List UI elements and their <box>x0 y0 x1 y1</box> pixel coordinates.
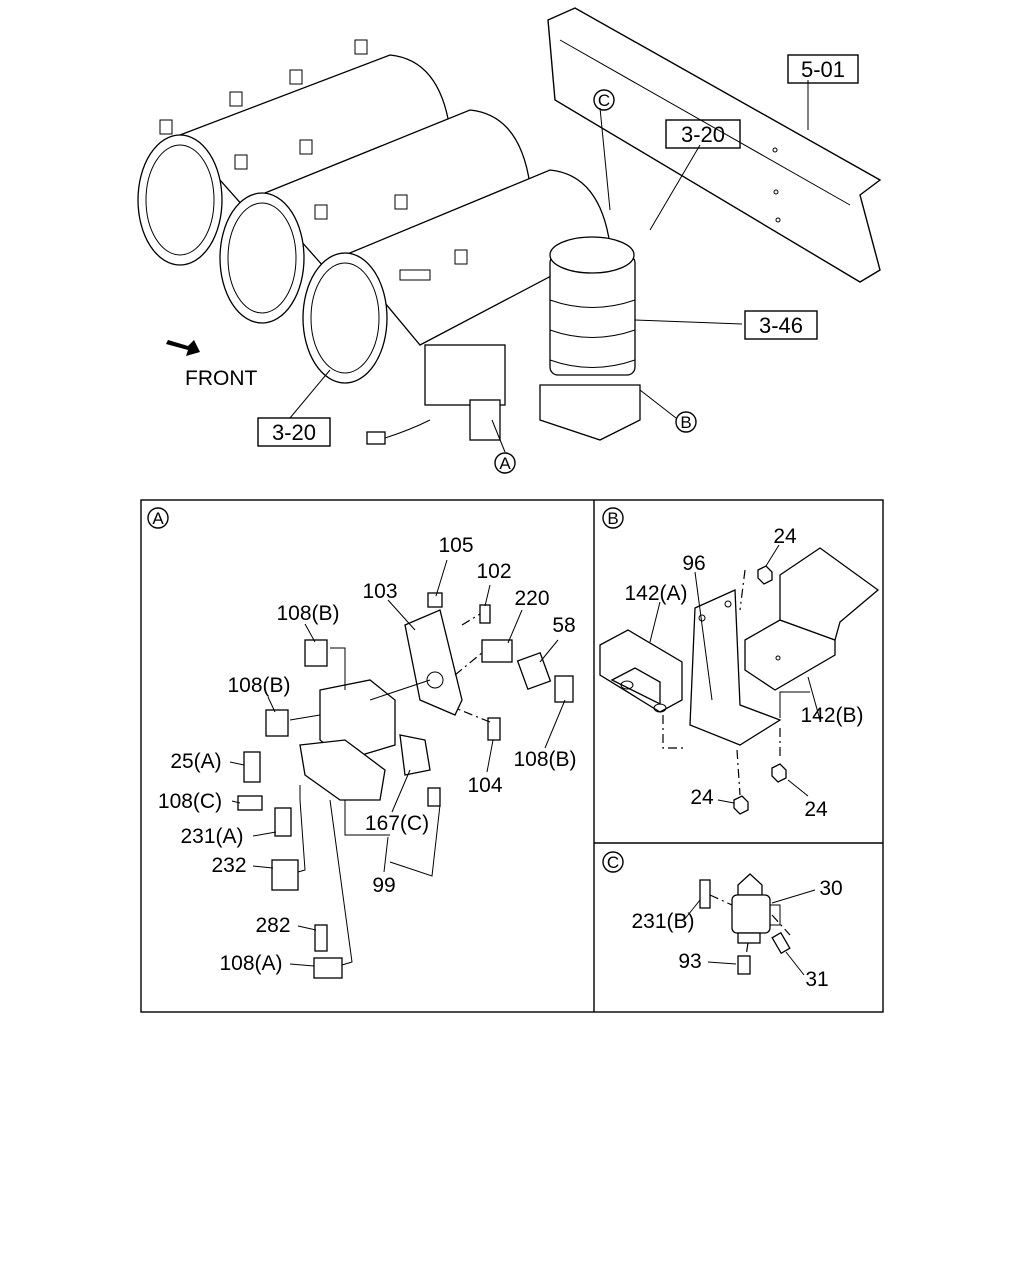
bolt-31 <box>771 931 791 955</box>
ref-box-5-01[interactable] <box>787 54 859 84</box>
label-99: 99 <box>372 874 395 897</box>
label-108b-top: 108(B) <box>276 602 339 625</box>
front-label: FRONT <box>185 367 257 390</box>
callout-a-circle <box>494 452 516 474</box>
label-108c: 108(C) <box>158 790 222 813</box>
label-104: 104 <box>467 774 502 797</box>
label-232: 232 <box>211 854 246 877</box>
label-108b-right: 108(B) <box>513 748 576 771</box>
label-24-left: 24 <box>690 786 714 809</box>
label-102: 102 <box>476 560 511 583</box>
label-231a: 231(A) <box>180 825 243 848</box>
label-108a: 108(A) <box>219 952 282 975</box>
label-24-right: 24 <box>804 798 828 821</box>
ref-box-3-46[interactable] <box>744 310 818 340</box>
callout-c-circle <box>593 89 615 111</box>
label-220: 220 <box>514 587 549 610</box>
label-96: 96 <box>682 552 705 575</box>
fitting-231b <box>699 879 711 909</box>
ref-3-20-bottom: 3-20 <box>272 420 316 445</box>
panel-c: C 30 231(B) 93 31 <box>602 851 843 991</box>
panel-a-connection-lines <box>289 613 491 966</box>
detail-frame <box>140 499 884 1013</box>
label-167c: 167(C) <box>365 812 429 835</box>
valve-block <box>366 344 506 445</box>
label-58: 58 <box>552 614 575 637</box>
air-dryer <box>539 236 641 441</box>
callout-b: B <box>680 413 691 432</box>
label-25a: 25(A) <box>170 750 221 773</box>
nuts-panel-b <box>733 565 787 815</box>
label-108b-left: 108(B) <box>227 674 290 697</box>
valve-30 <box>731 873 781 944</box>
label-24-top: 24 <box>773 525 797 548</box>
label-142a: 142(A) <box>624 582 687 605</box>
panel-c-marker-circle <box>602 851 624 873</box>
bracket-103 <box>404 609 463 716</box>
fitting-93 <box>737 955 751 975</box>
panel-c-leaders <box>683 889 816 976</box>
panel-b-marker-circle <box>602 507 624 529</box>
bracket-142b <box>744 547 880 691</box>
panel-b-leaders <box>649 544 821 804</box>
overview-illustration: FRONT 5-01 3-20 3-46 3-20 C A B <box>137 7 882 474</box>
label-30: 30 <box>819 877 842 900</box>
callout-c: C <box>598 91 610 110</box>
air-tank-1 <box>137 54 451 266</box>
label-231b: 231(B) <box>631 910 694 933</box>
label-93: 93 <box>678 950 701 973</box>
panel-c-marker: C <box>607 853 619 872</box>
relay-valve-assembly <box>299 679 431 801</box>
panel-b-connection-lines <box>662 569 810 796</box>
panel-b: B <box>599 507 880 821</box>
tank-fittings <box>159 39 468 281</box>
label-282: 282 <box>255 914 290 937</box>
bracket-142a <box>599 629 683 713</box>
air-tank-3 <box>302 169 611 384</box>
callout-b-circle <box>675 411 697 433</box>
panel-c-connection-lines <box>709 894 791 957</box>
ref-3-20-top: 3-20 <box>681 122 725 147</box>
ref-3-46: 3-46 <box>759 313 803 338</box>
label-105: 105 <box>438 534 473 557</box>
panel-a-marker: A <box>152 509 164 528</box>
panel-a: A <box>147 507 577 979</box>
label-31: 31 <box>805 968 828 991</box>
panel-a-marker-circle <box>147 507 169 529</box>
ref-box-3-20-bottom[interactable] <box>257 417 331 447</box>
panel-a-leaders <box>229 559 566 967</box>
label-103: 103 <box>362 580 397 603</box>
ref-box-3-20-top[interactable] <box>665 119 741 149</box>
panel-b-marker: B <box>607 509 618 528</box>
front-arrow-icon <box>166 340 200 356</box>
callout-a: A <box>499 454 511 473</box>
ref-5-01: 5-01 <box>801 57 845 82</box>
frame-rail <box>547 7 882 283</box>
label-142b: 142(B) <box>800 704 863 727</box>
